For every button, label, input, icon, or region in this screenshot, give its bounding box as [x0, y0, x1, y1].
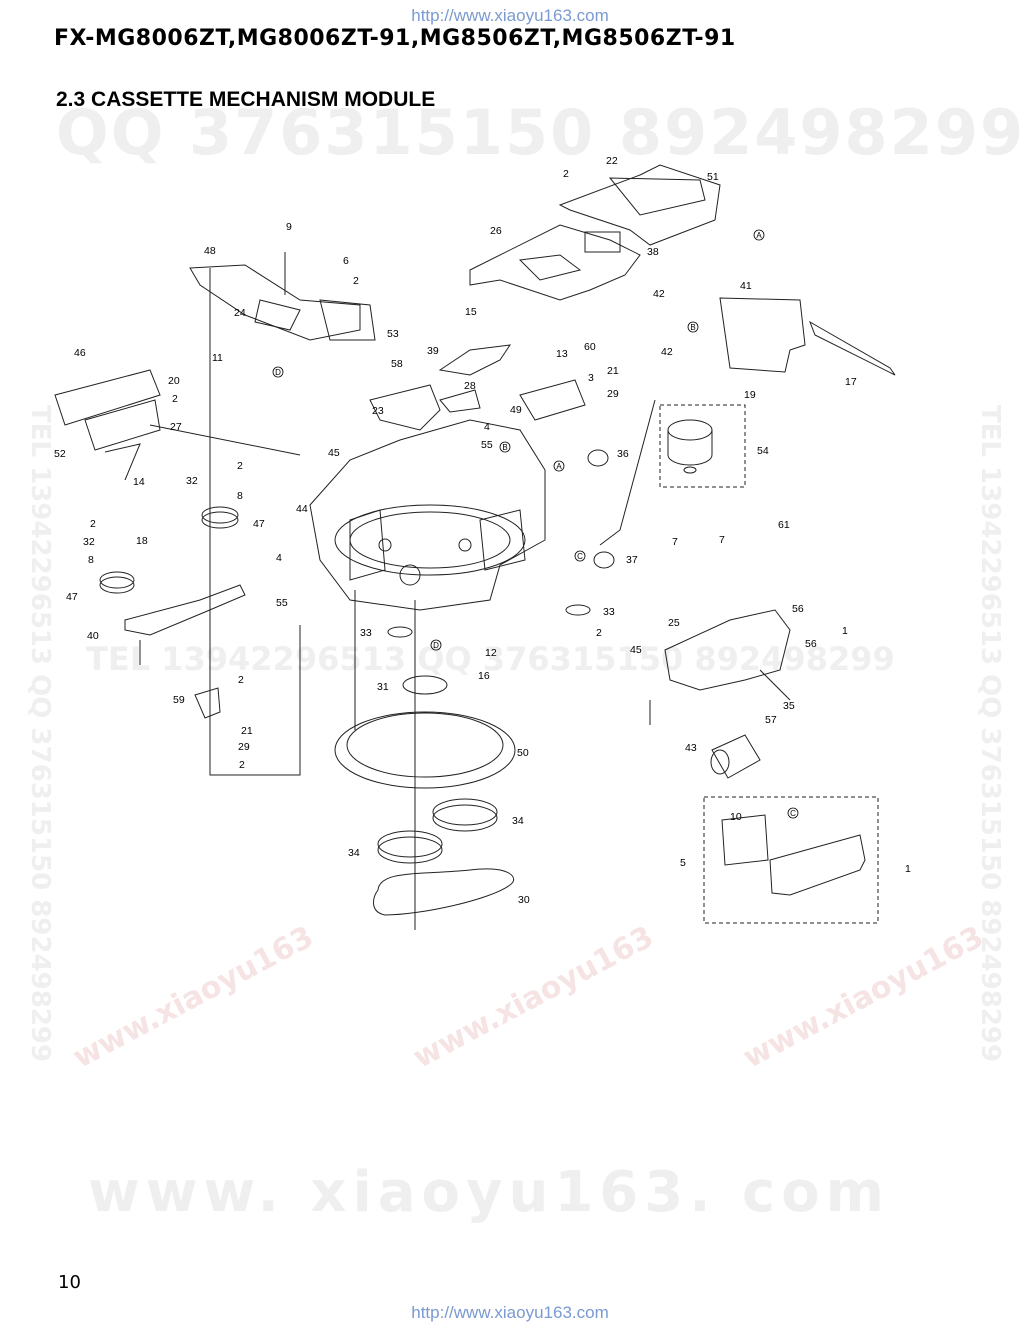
part-label: 55 — [481, 439, 493, 451]
part-label: 33 — [603, 606, 615, 618]
part-label: 47 — [66, 591, 78, 603]
circle-mark: A — [556, 462, 562, 471]
part-label: 44 — [296, 503, 308, 515]
model-header: FX-MG8006ZT,MG8006ZT-91,MG8506ZT,MG8506Z… — [54, 26, 736, 51]
part-label: 14 — [133, 476, 145, 488]
part-label: 33 — [360, 627, 372, 639]
part-label: 22 — [606, 155, 618, 167]
part-label: 32 — [186, 475, 198, 487]
part-label: 45 — [328, 447, 340, 459]
part-label: 2 — [596, 627, 602, 639]
source-url-bottom[interactable]: http://www.xiaoyu163.com — [411, 1303, 609, 1322]
part-label: 57 — [765, 714, 777, 726]
part-label: 31 — [377, 681, 389, 693]
part-label: 21 — [241, 725, 253, 737]
part-label: 2 — [239, 759, 245, 771]
part-label: 21 — [607, 365, 619, 377]
part-label: 2 — [238, 674, 244, 686]
part-label: 17 — [845, 376, 857, 388]
part-label: 1 — [905, 863, 911, 875]
part-label: 3 — [588, 372, 594, 384]
part-label: 47 — [253, 518, 265, 530]
watermark-tel: TEL 13942296513 QQ 376315150 892498299 — [86, 640, 895, 678]
part-label: 7 — [672, 536, 678, 548]
part-label: 46 — [74, 347, 86, 359]
part-label: 4 — [484, 421, 490, 433]
part-label: 42 — [661, 346, 673, 358]
part-label: 30 — [518, 894, 530, 906]
part-label: 59 — [173, 694, 185, 706]
part-label: 54 — [757, 445, 769, 457]
watermark-qq: QQ 376315150 892498299 — [56, 96, 1020, 169]
part-label: 58 — [391, 358, 403, 370]
part-label: 7 — [719, 534, 725, 546]
part-label: 2 — [90, 518, 96, 530]
part-label: 8 — [88, 554, 94, 566]
part-label: 19 — [744, 389, 756, 401]
circle-mark: B — [690, 323, 695, 332]
part-label: 39 — [427, 345, 439, 357]
part-label: 18 — [136, 535, 148, 547]
part-label: 40 — [87, 630, 99, 642]
part-label: 36 — [617, 448, 629, 460]
part-label: 48 — [204, 245, 216, 257]
part-label: 20 — [168, 375, 180, 387]
part-label: 27 — [170, 421, 182, 433]
part-label: 37 — [626, 554, 638, 566]
part-label: 41 — [740, 280, 752, 292]
part-label: 29 — [238, 741, 250, 753]
part-label: 12 — [485, 647, 497, 659]
section-title: 2.3 CASSETTE MECHANISM MODULE — [56, 88, 436, 111]
part-label: 5 — [680, 857, 686, 869]
part-label: 56 — [805, 638, 817, 650]
part-label: 2 — [353, 275, 359, 287]
part-label: 32 — [83, 536, 95, 548]
part-label: 45 — [630, 644, 642, 656]
circle-mark: D — [433, 641, 439, 650]
part-label: 29 — [607, 388, 619, 400]
circle-mark: A — [756, 231, 762, 240]
part-label: 15 — [465, 306, 477, 318]
part-label: 49 — [510, 404, 522, 416]
part-label: 52 — [54, 448, 66, 460]
part-label: 61 — [778, 519, 790, 531]
part-label: 28 — [464, 380, 476, 392]
part-label: 24 — [234, 307, 246, 319]
circle-mark: C — [577, 552, 583, 561]
part-label: 4 — [276, 552, 282, 564]
part-label: 35 — [783, 700, 795, 712]
part-label: 2 — [563, 168, 569, 180]
part-label: 34 — [348, 847, 360, 859]
part-label: 26 — [490, 225, 502, 237]
part-label: 8 — [237, 490, 243, 502]
part-label: 55 — [276, 597, 288, 609]
circle-mark: B — [502, 443, 507, 452]
part-label: 43 — [685, 742, 697, 754]
part-label: 10 — [730, 811, 742, 823]
part-label: 13 — [556, 348, 568, 360]
part-label: 16 — [478, 670, 490, 682]
part-label: 53 — [387, 328, 399, 340]
part-label: 56 — [792, 603, 804, 615]
part-label: 50 — [517, 747, 529, 759]
part-label: 60 — [584, 341, 596, 353]
circle-mark: D — [275, 368, 281, 377]
part-label: 38 — [647, 246, 659, 258]
part-label: 42 — [653, 288, 665, 300]
part-label: 2 — [172, 393, 178, 405]
part-label: 51 — [707, 171, 719, 183]
part-label: 1 — [842, 625, 848, 637]
source-url-top[interactable]: http://www.xiaoyu163.com — [411, 6, 609, 25]
part-label: 2 — [237, 460, 243, 472]
circle-mark: C — [790, 809, 796, 818]
page-number: 10 — [58, 1272, 81, 1293]
part-label: 11 — [212, 352, 223, 364]
part-label: 6 — [343, 255, 349, 267]
part-label: 23 — [372, 405, 384, 417]
part-label: 25 — [668, 617, 680, 629]
part-label: 34 — [512, 815, 524, 827]
watermark-site: www. xiaoyu163. com — [88, 1160, 891, 1225]
part-label: 9 — [286, 221, 292, 233]
